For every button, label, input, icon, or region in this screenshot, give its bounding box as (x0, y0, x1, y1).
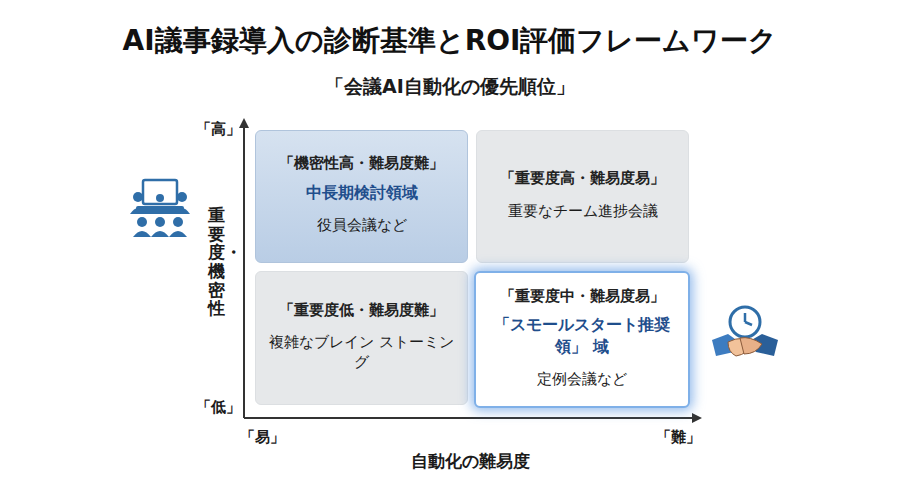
axis-end-label: 「高」 (196, 120, 241, 139)
quadrant-body: 複雑なブレイン ストーミング (268, 332, 455, 373)
quadrant-heading: 「重要度高・難易度易」 (500, 168, 665, 188)
quadrant-box: 「重要度高・難易度易」重要なチーム進捗会議 (476, 130, 689, 263)
handshake-clock-icon (712, 307, 778, 356)
title: AI議事録導入の診断基準とROI評価フレームワーク (0, 22, 900, 60)
y-axis (243, 120, 245, 418)
axis-title: 重要度・機密性 (208, 206, 225, 318)
quadrant-body: 中長期検討領域 (306, 182, 418, 204)
quadrant-body: 「スモールスタート推奨領」 域 (488, 314, 676, 357)
subtitle: 「会議AI自動化の優先順位」 (0, 74, 900, 100)
axis-title: 自動化の難易度 (0, 450, 900, 473)
x-axis (244, 417, 700, 419)
meeting-icon (130, 180, 190, 237)
quadrant-heading: 「機密性高・難易度難」 (279, 153, 444, 173)
axis-end-label: 「易」 (240, 428, 285, 447)
axis-end-label: 「低」 (196, 398, 241, 417)
quadrant-body: 役員会議など (317, 215, 407, 235)
quadrant-box: 「重要度中・難易度易」「スモールスタート推奨領」 域定例会議など (474, 271, 690, 408)
axis-end-label: 「難」 (656, 428, 701, 447)
quadrant-body: 重要なチーム進捗会議 (508, 201, 658, 221)
quadrant-heading: 「重要度低・難易度難」 (279, 300, 444, 320)
quadrant-box: 「重要度低・難易度難」複雑なブレイン ストーミング (255, 271, 468, 405)
quadrant-body: 定例会議など (537, 369, 627, 389)
quadrant-heading: 「重要度中・難易度易」 (500, 286, 665, 306)
quadrant-box: 「機密性高・難易度難」中長期検討領域役員会議など (255, 130, 468, 263)
